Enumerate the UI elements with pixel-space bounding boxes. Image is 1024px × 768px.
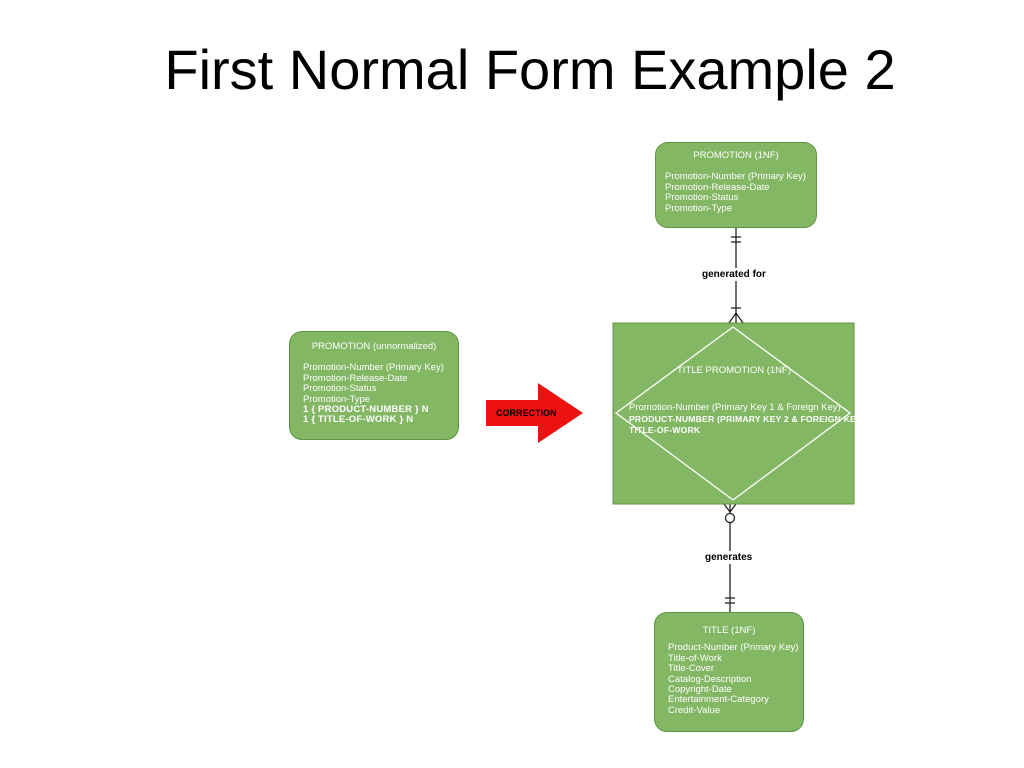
entity-title: PROMOTION (1NF) [693, 150, 779, 161]
entity-title: PROMOTION (unnormalized) [311, 341, 437, 352]
attribute: Credit-Value [668, 704, 721, 716]
attribute: Promotion-Number (Primary Key 1 & Foreig… [629, 402, 841, 413]
correction-arrow [486, 383, 583, 443]
attribute: Entertainment-Category [668, 694, 769, 706]
correction-label: CORRECTION [496, 408, 557, 418]
attribute: Promotion-Type [303, 393, 371, 405]
entity-title: TITLE (1NF) [702, 625, 756, 636]
attribute: Copyright-Date [668, 684, 732, 696]
attribute: Promotion-Status [665, 192, 739, 204]
attribute: Promotion-Release-Date [665, 181, 770, 193]
title-promotion-entity-shape [612, 322, 855, 505]
relationship-generated-for: generated for [699, 268, 769, 281]
entity-promotion-1nf: PROMOTION (1NF) Promotion-Number (Primar… [655, 142, 817, 228]
connector-generates [723, 503, 737, 612]
attribute: TITLE-OF-WORK [629, 425, 701, 435]
slide-title: First Normal Form Example 2 [164, 38, 896, 101]
attribute: Title-Cover [668, 663, 715, 675]
attribute: Promotion-Status [303, 383, 377, 395]
entity-title: TITLE PROMOTION (1NF) [677, 365, 791, 376]
repeating-group: 1 { TITLE-OF-WORK } N [303, 414, 414, 426]
attribute: Title-of-Work [668, 652, 722, 664]
attribute: PRODUCT-NUMBER (PRIMARY KEY 2 & FOREIGN … [629, 414, 865, 424]
entity-title-1nf: TITLE (1NF) Product-Number (Primary Key)… [654, 612, 804, 732]
attribute: Promotion-Number (Primary Key) [665, 171, 806, 183]
attribute: Catalog-Description [668, 673, 752, 685]
attribute: Promotion-Type [665, 202, 733, 214]
entity-promotion-unnormalized: PROMOTION (unnormalized) Promotion-Numbe… [289, 331, 459, 440]
repeating-group: 1 { PRODUCT-NUMBER } N [303, 404, 429, 416]
attribute: Product-Number (Primary Key) [668, 642, 799, 654]
attribute: Promotion-Release-Date [303, 372, 408, 384]
attribute: Promotion-Number (Primary Key) [303, 362, 444, 374]
relationship-generates: generates [702, 551, 756, 564]
